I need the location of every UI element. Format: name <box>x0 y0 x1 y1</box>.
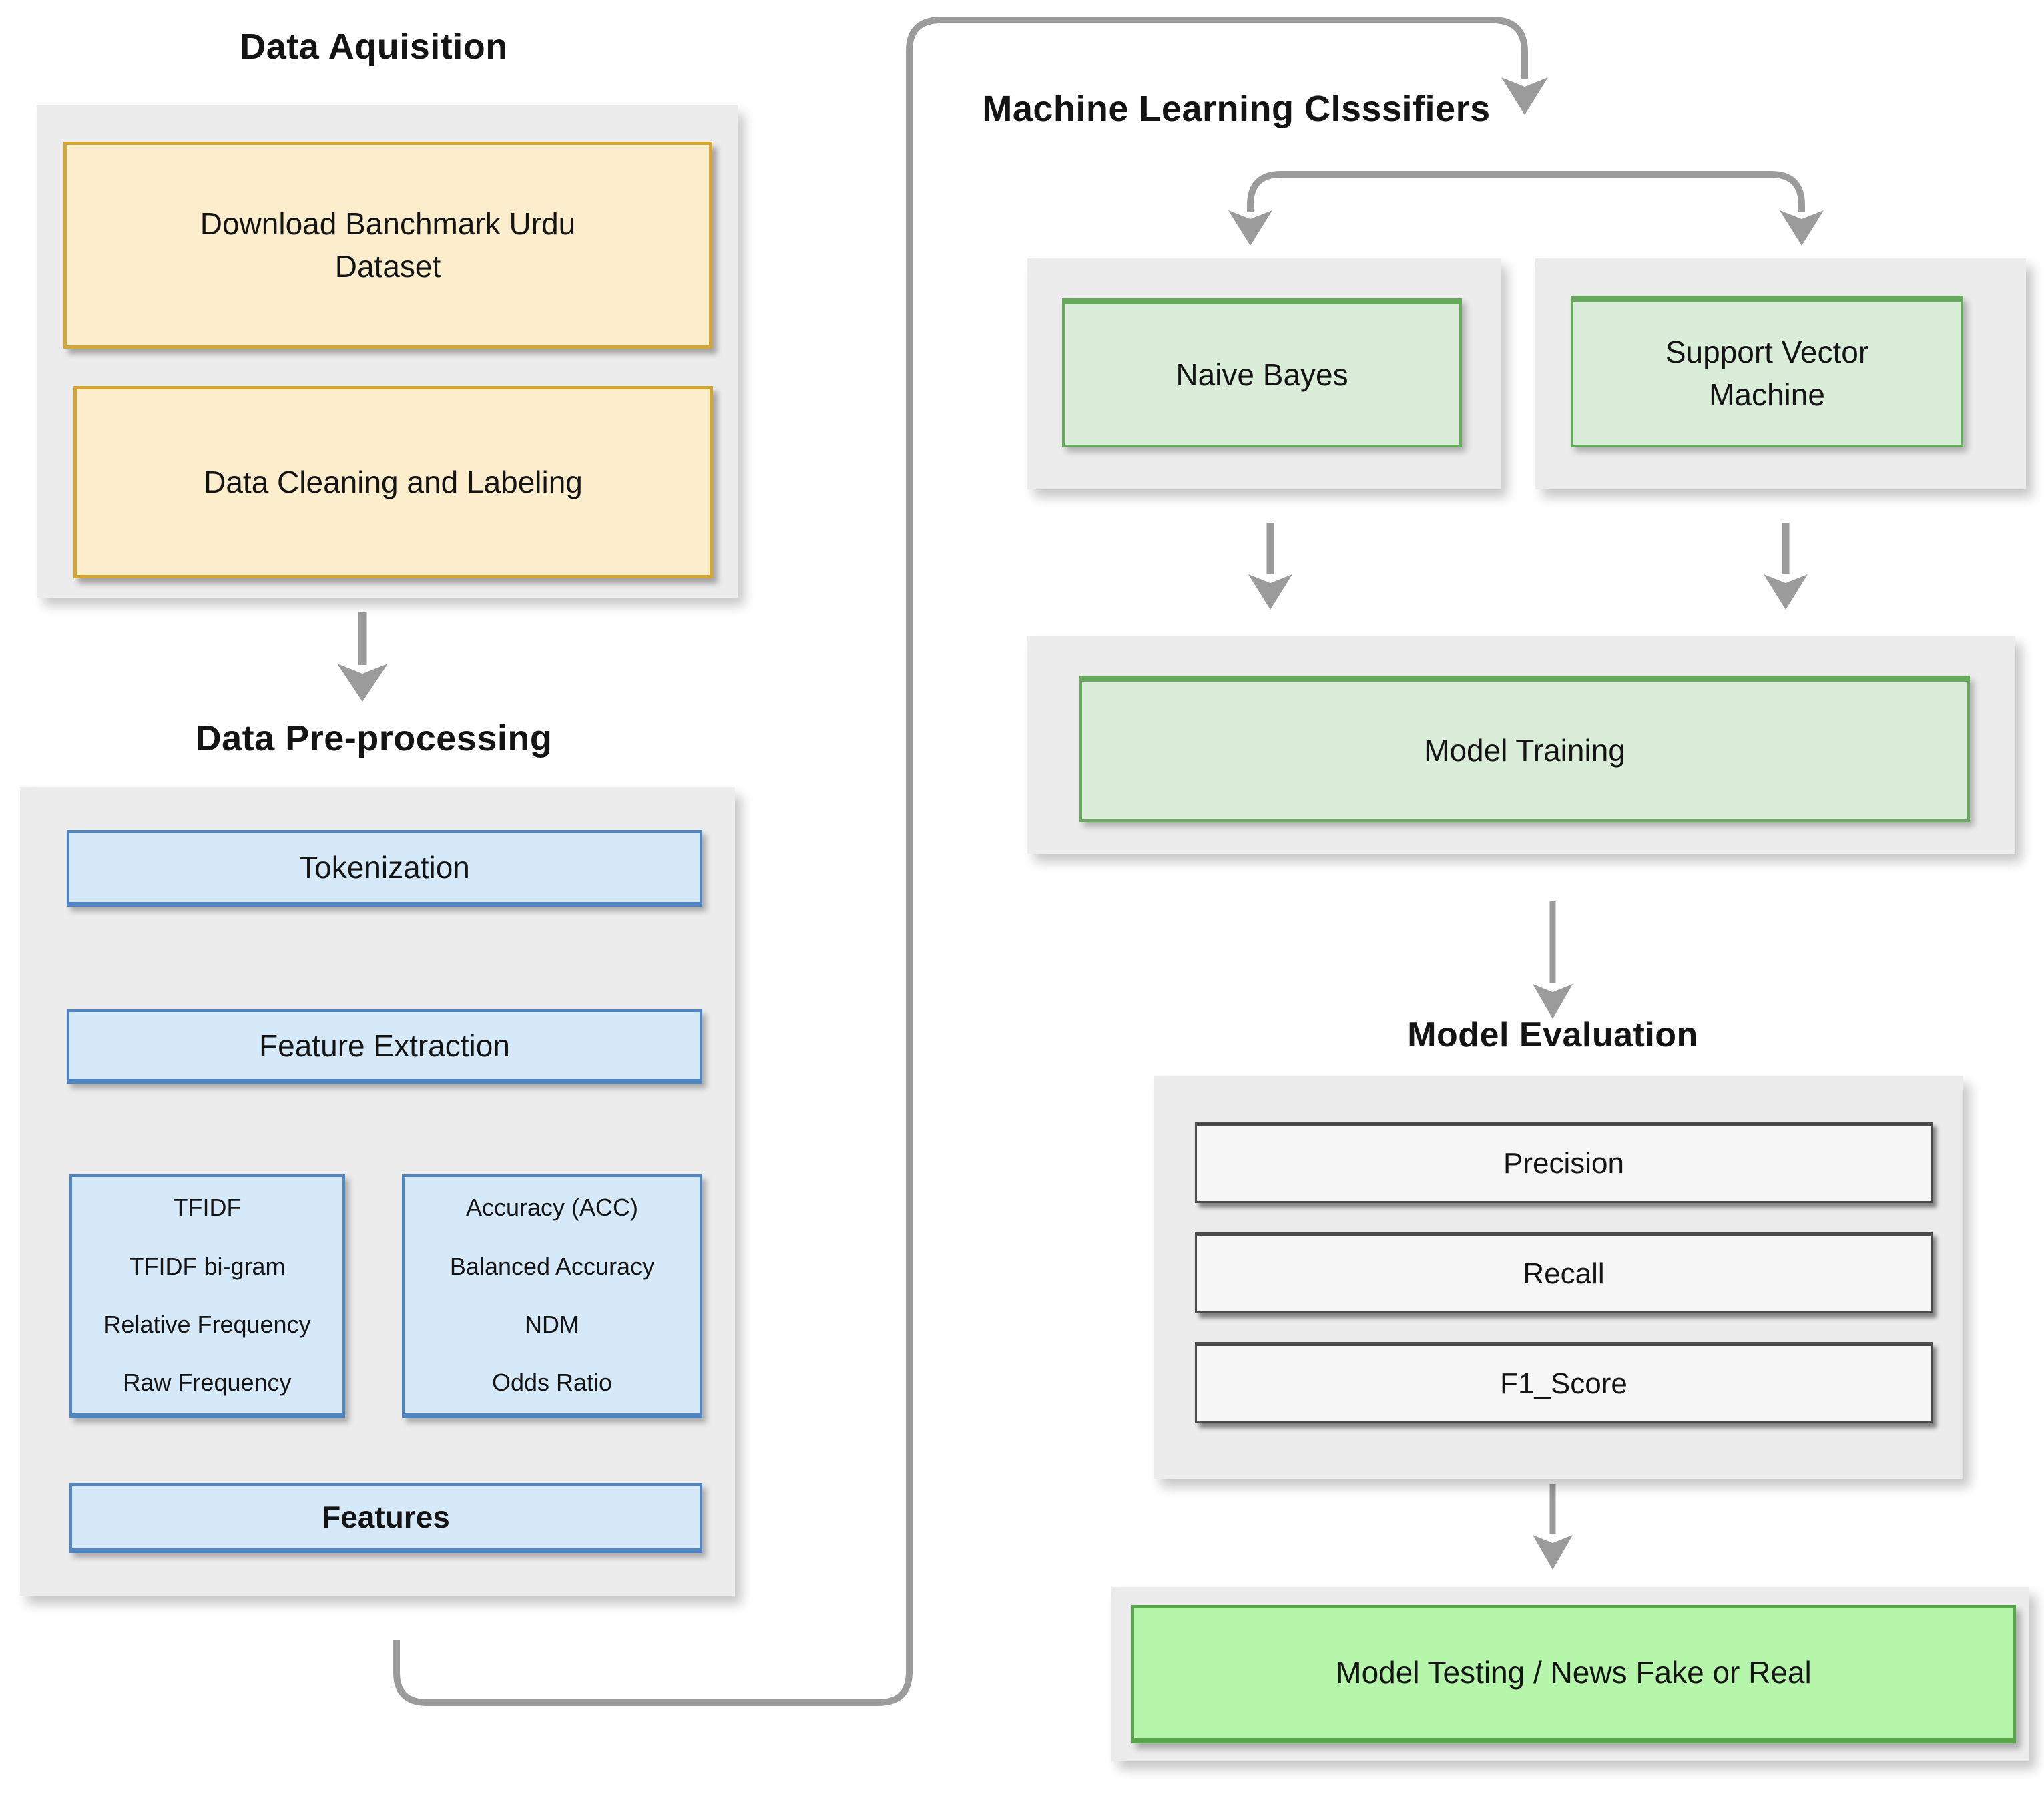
node-label: Support Vector Machine <box>1665 334 1869 412</box>
section-title-data-preprocessing: Data Pre-processing <box>195 718 553 758</box>
node-features: Features <box>69 1483 702 1553</box>
section-title-model-evaluation: Model Evaluation <box>1407 1016 1698 1054</box>
node-feature-extraction: Feature Extraction <box>67 1009 702 1084</box>
node-selection-metrics: Accuracy (ACC) Balanced Accuracy NDM Odd… <box>402 1174 702 1418</box>
arrow-evaluation-to-testing <box>1533 1484 1573 1570</box>
node-label: Tokenization <box>299 849 470 885</box>
section-title-data-acquisition: Data Aquisition <box>240 27 508 67</box>
node-svm: Support Vector Machine <box>1571 296 1963 447</box>
arrow-acquisition-to-preprocessing <box>337 612 388 702</box>
node-label: Data Cleaning and Labeling <box>204 464 583 499</box>
connector-features-to-classifiers <box>393 17 1548 1706</box>
weighting-item: Relative Frequency <box>103 1311 311 1338</box>
node-label: Model Training <box>1424 732 1625 768</box>
metric-label: Recall <box>1523 1257 1605 1290</box>
selection-metric-item: Odds Ratio <box>491 1369 613 1397</box>
weighting-item: TFIDF <box>173 1194 242 1222</box>
selection-metric-item: Accuracy (ACC) <box>465 1194 639 1222</box>
node-label: Download Banchmark Urdu Dataset <box>200 206 576 284</box>
metric-label: F1_Score <box>1500 1367 1627 1400</box>
node-label: Naive Bayes <box>1176 357 1348 392</box>
selection-metric-item: Balanced Accuracy <box>449 1252 655 1280</box>
node-metric-recall: Recall <box>1195 1232 1933 1313</box>
node-label: Feature Extraction <box>259 1028 510 1063</box>
node-metric-precision: Precision <box>1195 1122 1933 1203</box>
node-model-testing: Model Testing / News Fake or Real <box>1131 1605 2016 1743</box>
weighting-item: Raw Frequency <box>123 1369 292 1397</box>
node-naive-bayes: Naive Bayes <box>1062 298 1462 447</box>
node-model-training: Model Training <box>1079 676 1970 822</box>
connector-split-nb-svm <box>1228 171 1824 246</box>
node-metric-f1-score: F1_Score <box>1195 1342 1933 1423</box>
node-label: Features <box>322 1499 450 1534</box>
arrow-training-to-evaluation <box>1533 901 1573 1019</box>
arrow-svm-to-training <box>1764 523 1808 610</box>
node-weighting-schemes: TFIDF TFIDF bi-gram Relative Frequency R… <box>69 1174 345 1418</box>
weighting-item: TFIDF bi-gram <box>129 1252 286 1280</box>
selection-metric-item: NDM <box>525 1311 579 1338</box>
section-title-ml-classifiers: Machine Learning Clsssifiers <box>982 89 1491 129</box>
node-label: Model Testing / News Fake or Real <box>1336 1655 1812 1690</box>
node-data-cleaning-labeling: Data Cleaning and Labeling <box>73 386 713 578</box>
metric-label: Precision <box>1503 1146 1624 1180</box>
node-download-benchmark-dataset: Download Banchmark Urdu Dataset <box>63 142 712 349</box>
arrow-nb-to-training <box>1248 523 1292 610</box>
node-tokenization: Tokenization <box>67 830 702 907</box>
